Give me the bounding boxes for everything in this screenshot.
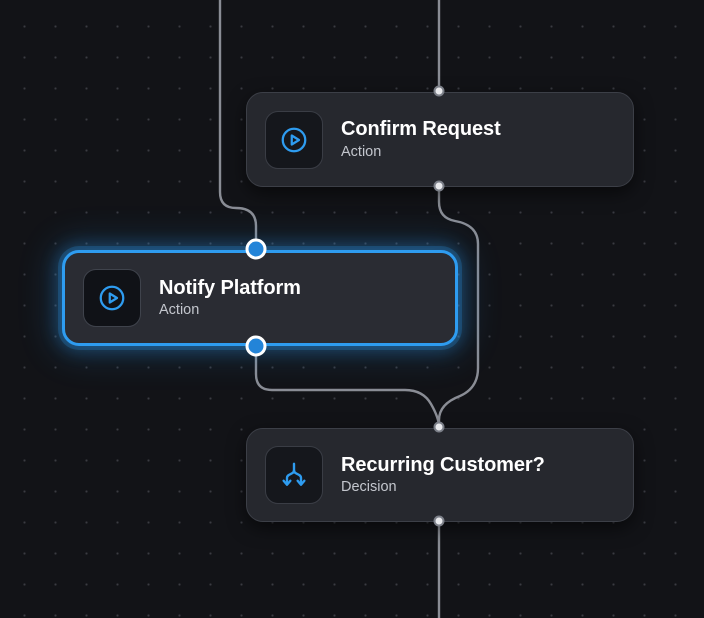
handle-recurring-customer-target-top[interactable] xyxy=(433,421,445,433)
node-text: Recurring Customer? Decision xyxy=(341,454,545,496)
split-arrows-icon xyxy=(265,446,323,504)
node-recurring-customer[interactable]: Recurring Customer? Decision xyxy=(246,428,634,522)
node-text: Confirm Request Action xyxy=(341,118,501,160)
node-subtitle: Action xyxy=(159,302,200,319)
node-title: Recurring Customer? xyxy=(341,453,545,476)
handle-notify-platform-target-top[interactable] xyxy=(245,238,267,260)
handle-recurring-customer-source-bottom[interactable] xyxy=(433,515,445,527)
edge-notify-to-decision xyxy=(254,344,441,429)
handle-confirm-request-source-bottom[interactable] xyxy=(433,180,445,192)
play-circle-icon xyxy=(265,110,323,169)
node-title: Notify Platform xyxy=(159,276,301,299)
node-subtitle: Decision xyxy=(341,479,397,496)
play-circle-icon xyxy=(83,269,141,327)
node-title: Confirm Request xyxy=(341,118,501,141)
node-notify-platform[interactable]: Notify Platform Action xyxy=(62,250,458,346)
node-confirm-request[interactable]: Confirm Request Action xyxy=(246,92,634,187)
handle-confirm-request-target-top[interactable] xyxy=(433,85,445,97)
handle-notify-platform-source-bottom[interactable] xyxy=(245,335,267,357)
node-subtitle: Action xyxy=(341,143,382,160)
node-text: Notify Platform Action xyxy=(159,277,301,319)
